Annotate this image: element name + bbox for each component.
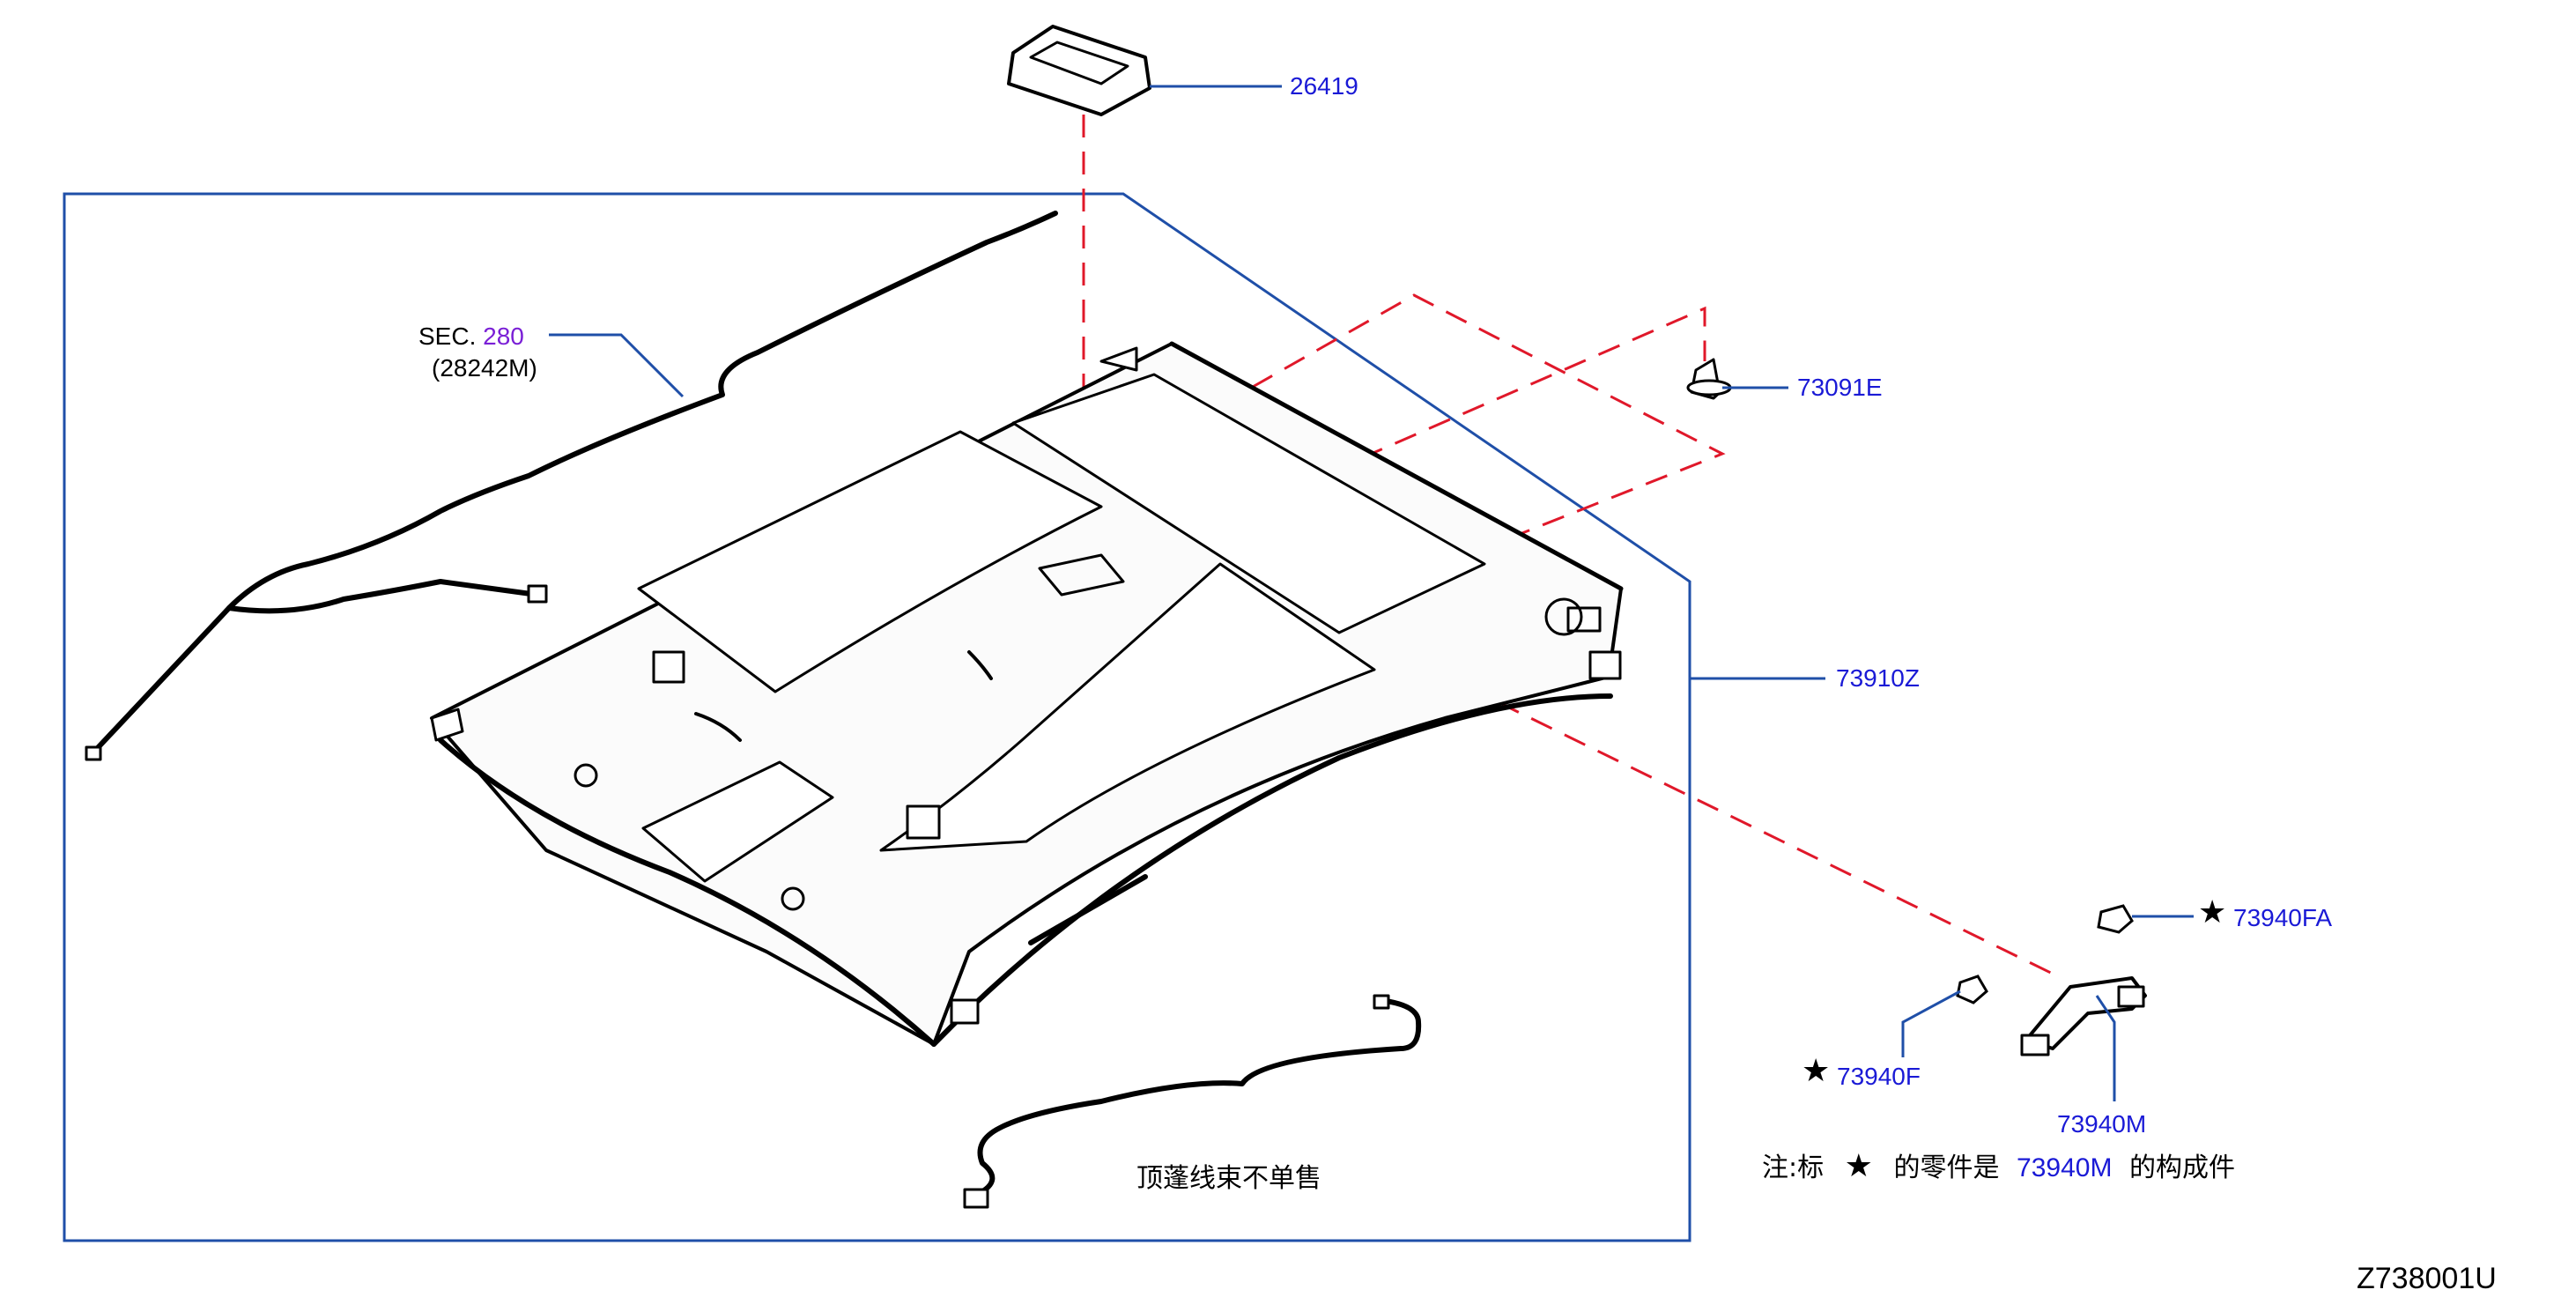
map-lamp-26419 — [1007, 25, 1151, 116]
cap-73940fa — [2097, 904, 2134, 934]
callout-73091e[interactable]: 73091E — [1797, 374, 1883, 401]
assembly-frame — [63, 192, 1691, 1242]
section-subref: (28242M) — [432, 354, 537, 382]
callout-73940fa[interactable]: 73940FA — [2233, 904, 2333, 931]
assist-grip-73940m — [2020, 976, 2147, 1056]
section-ref: SEC. 280 — [418, 322, 524, 351]
footnote-middle: 的零件是 — [1893, 1153, 2000, 1183]
section-link-280[interactable]: 280 — [483, 322, 524, 350]
callout-leaders — [549, 85, 2194, 1101]
callout-73940f[interactable]: 73940F — [1837, 1063, 1921, 1090]
diagram-code: Z738001U — [2357, 1262, 2497, 1295]
lower-harness — [963, 994, 1422, 1209]
footnote-suffix: 的构成件 — [2129, 1153, 2235, 1183]
star-icon: ★ — [1802, 1053, 1831, 1089]
footnote-prefix: 注:标 — [1762, 1153, 1825, 1183]
roof-harness-sec280 — [85, 211, 1058, 761]
section-prefix: SEC. — [418, 322, 477, 350]
headliner-73910z — [430, 341, 1624, 1047]
harness-note: 顶蓬线束不单售 — [1136, 1163, 1321, 1194]
star-icon: ★ — [2198, 894, 2227, 930]
callout-26419[interactable]: 26419 — [1290, 72, 1358, 100]
footnote: 注:标 ★ 的零件是 73940M 的构成件 — [1762, 1151, 2235, 1183]
callout-73940m[interactable]: 73940M — [2057, 1110, 2147, 1138]
star-icon: ★ — [1844, 1148, 1873, 1184]
footnote-part-link[interactable]: 73940M — [2017, 1153, 2113, 1182]
cap-73940f — [1956, 975, 1988, 1004]
callout-73910z[interactable]: 73910Z — [1836, 664, 1920, 692]
clip-73091e — [1686, 358, 1732, 400]
